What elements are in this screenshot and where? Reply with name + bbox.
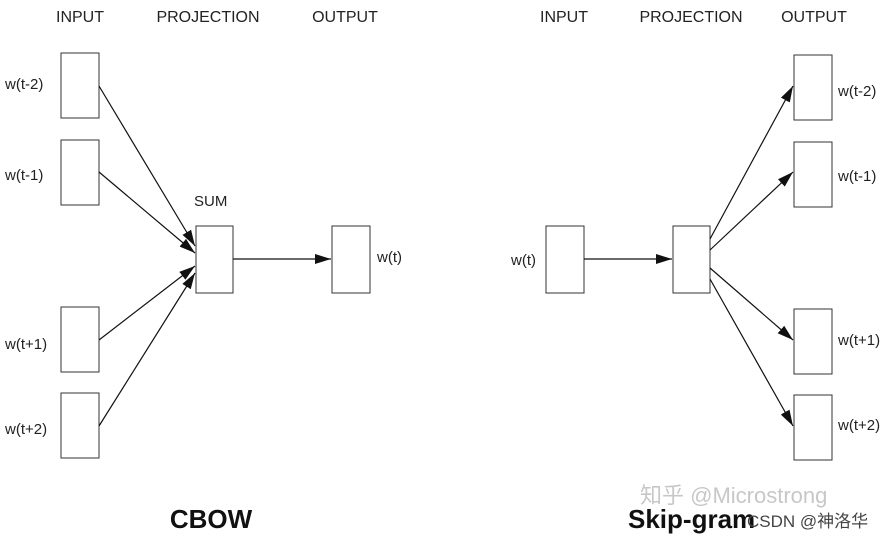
skipgram-output-box-1 [793, 54, 833, 121]
skipgram-output-label-3: w(t+1) [837, 332, 880, 349]
cbow-arrow-4 [98, 272, 196, 427]
skipgram-projection-box [672, 225, 711, 294]
skipgram-projection-header: PROJECTION [639, 9, 742, 26]
cbow-input-label-1: w(t-2) [4, 76, 43, 93]
skipgram-input-box [545, 225, 585, 294]
skipgram-output-label-2: w(t-1) [837, 168, 876, 185]
cbow-output-label: w(t) [376, 249, 402, 266]
cbow-input-box-3 [60, 306, 100, 373]
cbow-projection-header: PROJECTION [156, 9, 259, 26]
skipgram-input-header: INPUT [540, 9, 588, 26]
cbow-output-header: OUTPUT [312, 9, 378, 26]
cbow-input-box-4 [60, 392, 100, 459]
cbow-title: CBOW [170, 504, 253, 534]
skipgram-arrow-3 [709, 267, 794, 341]
cbow-projection-box [195, 225, 234, 294]
csdn-watermark: CSDN @神洛华 [747, 512, 868, 531]
cbow-input-label-2: w(t-1) [4, 167, 43, 184]
cbow-arrow-2 [98, 171, 196, 254]
skipgram-arrow-2 [709, 171, 794, 251]
cbow-input-header: INPUT [56, 9, 104, 26]
skipgram-title: Skip-gram [628, 504, 755, 534]
skipgram-output-box-4 [793, 394, 833, 461]
skipgram-arrow-1 [709, 85, 794, 240]
cbow-input-label-4: w(t+2) [4, 421, 47, 438]
skipgram-output-box-3 [793, 308, 833, 375]
skipgram-output-label-1: w(t-2) [837, 83, 876, 100]
cbow-input-label-3: w(t+1) [4, 336, 47, 353]
cbow-input-box-2 [60, 139, 100, 206]
cbow-arrow-3 [98, 265, 196, 341]
cbow-input-box-1 [60, 52, 100, 119]
skipgram-output-header: OUTPUT [781, 9, 847, 26]
skipgram-input-label: w(t) [510, 252, 536, 269]
cbow-arrow-1 [98, 85, 196, 247]
cbow-sum-label: SUM [194, 193, 227, 210]
skipgram-arrow-4 [709, 278, 794, 427]
cbow-output-box [331, 225, 371, 294]
skipgram-output-label-4: w(t+2) [837, 417, 880, 434]
skipgram-output-box-2 [793, 141, 833, 208]
zhihu-watermark: 知乎 @Microstrong [640, 483, 827, 508]
